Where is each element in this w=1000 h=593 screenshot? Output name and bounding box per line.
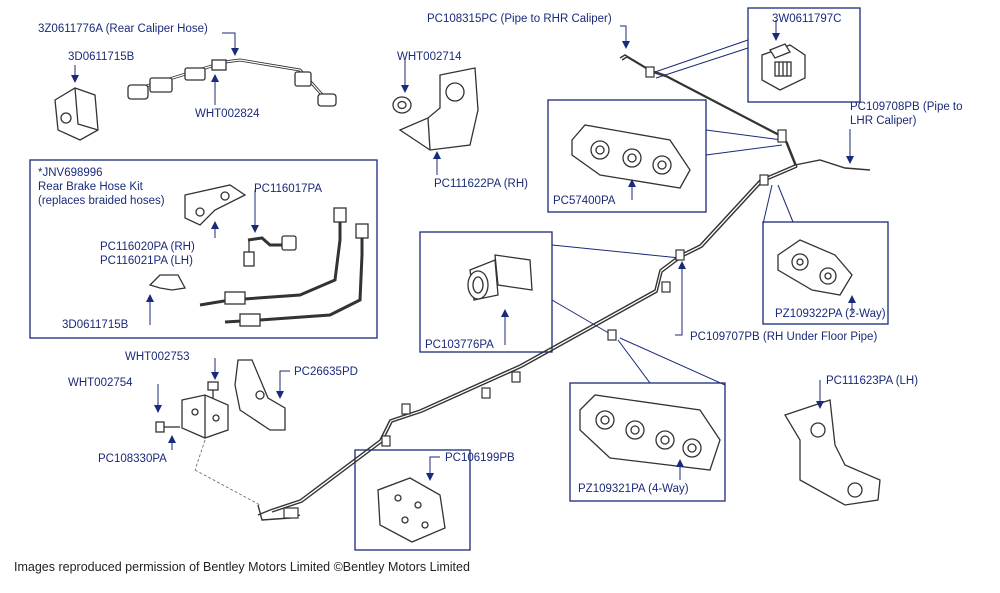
clip-3w-box — [747, 7, 861, 103]
callout-lines — [551, 39, 794, 386]
label-pc108315pc: PC108315PC (Pipe to RHR Caliper) — [427, 13, 612, 25]
label-pc106199pb: PC106199PB — [445, 452, 515, 464]
pz109322pa-box — [762, 221, 889, 325]
pc106199pb-drawing — [377, 477, 446, 543]
bracket-lh-drawing — [784, 399, 881, 506]
brake-pipe-run — [257, 54, 871, 521]
clip-4-way-drawing — [579, 394, 721, 471]
label-pc26635pd: PC26635PD — [294, 366, 358, 378]
clip-3w-drawing — [761, 43, 806, 91]
label-pc111622pa: PC111622PA (RH) — [434, 178, 528, 190]
rear-caliper-hose-drawing — [127, 58, 337, 107]
brake-hose-kit-box — [29, 159, 378, 339]
label-wht002754: WHT002754 — [68, 377, 133, 389]
callout-arrows — [71, 20, 856, 481]
label-clip-3d-top: 3D0611715B — [68, 51, 135, 63]
label-pc116021pa: PC116021PA (LH) — [100, 255, 193, 267]
pc26635pd-bracket-drawing — [234, 359, 286, 431]
label-pz109321pa: PZ109321PA (4-Way) — [578, 483, 689, 495]
label-rear-caliper-hose: 3Z0611776A (Rear Caliper Hose) — [38, 23, 208, 35]
pc103776pa-box — [419, 231, 553, 353]
pipe-nut-drawing — [467, 254, 533, 301]
kit-hoses-drawing — [199, 207, 369, 327]
label-pc111623pa: PC111623PA (LH) — [826, 375, 919, 387]
label-pc116020pa: PC116020PA (RH) — [100, 241, 195, 253]
kit-clip-drawing — [148, 274, 187, 291]
wht002754-bolt-drawing — [155, 421, 180, 433]
label-pc109707pb: PC109707PB (RH Under Floor Pipe) — [690, 331, 878, 343]
label-pc108330pa: PC108330PA — [98, 453, 167, 465]
label-kit-title: *JNV698996 Rear Brake Hose Kit (replaces… — [38, 167, 165, 207]
label-pc103776pa: PC103776PA — [425, 339, 494, 351]
pipe-clips — [283, 66, 787, 519]
pc106199pb-box — [354, 449, 471, 551]
pc108330pa-block-drawing — [181, 394, 229, 439]
label-wht002753: WHT002753 — [125, 351, 190, 363]
label-pc57400pa: PC57400PA — [553, 195, 616, 207]
assembly-dashes — [194, 439, 261, 506]
kit-bracket-drawing — [184, 184, 247, 226]
clip-2-way-drawing — [777, 239, 853, 296]
pz109321pa-box — [569, 382, 726, 502]
copyright-footer: Images reproduced permission of Bentley … — [14, 560, 470, 574]
clip-3-way-drawing — [571, 124, 691, 189]
clip-3d-top-drawing — [54, 87, 99, 141]
label-clip-3d-bottom: 3D0611715B — [62, 319, 129, 331]
label-wht002714: WHT002714 — [397, 51, 462, 63]
pc57400pa-box — [547, 99, 707, 213]
label-pc116017pa: PC116017PA — [254, 183, 322, 195]
bracket-rh-drawing — [392, 67, 479, 151]
label-pc109708pb: PC109708PB (Pipe to LHR Caliper) — [850, 101, 963, 127]
kit-pipe-fitting-drawing — [243, 235, 297, 267]
label-pz109322pa: PZ109322PA (2-Way) — [775, 308, 886, 320]
label-3w0611797c: 3W0611797C — [772, 13, 842, 25]
label-wht002824: WHT002824 — [195, 108, 260, 120]
